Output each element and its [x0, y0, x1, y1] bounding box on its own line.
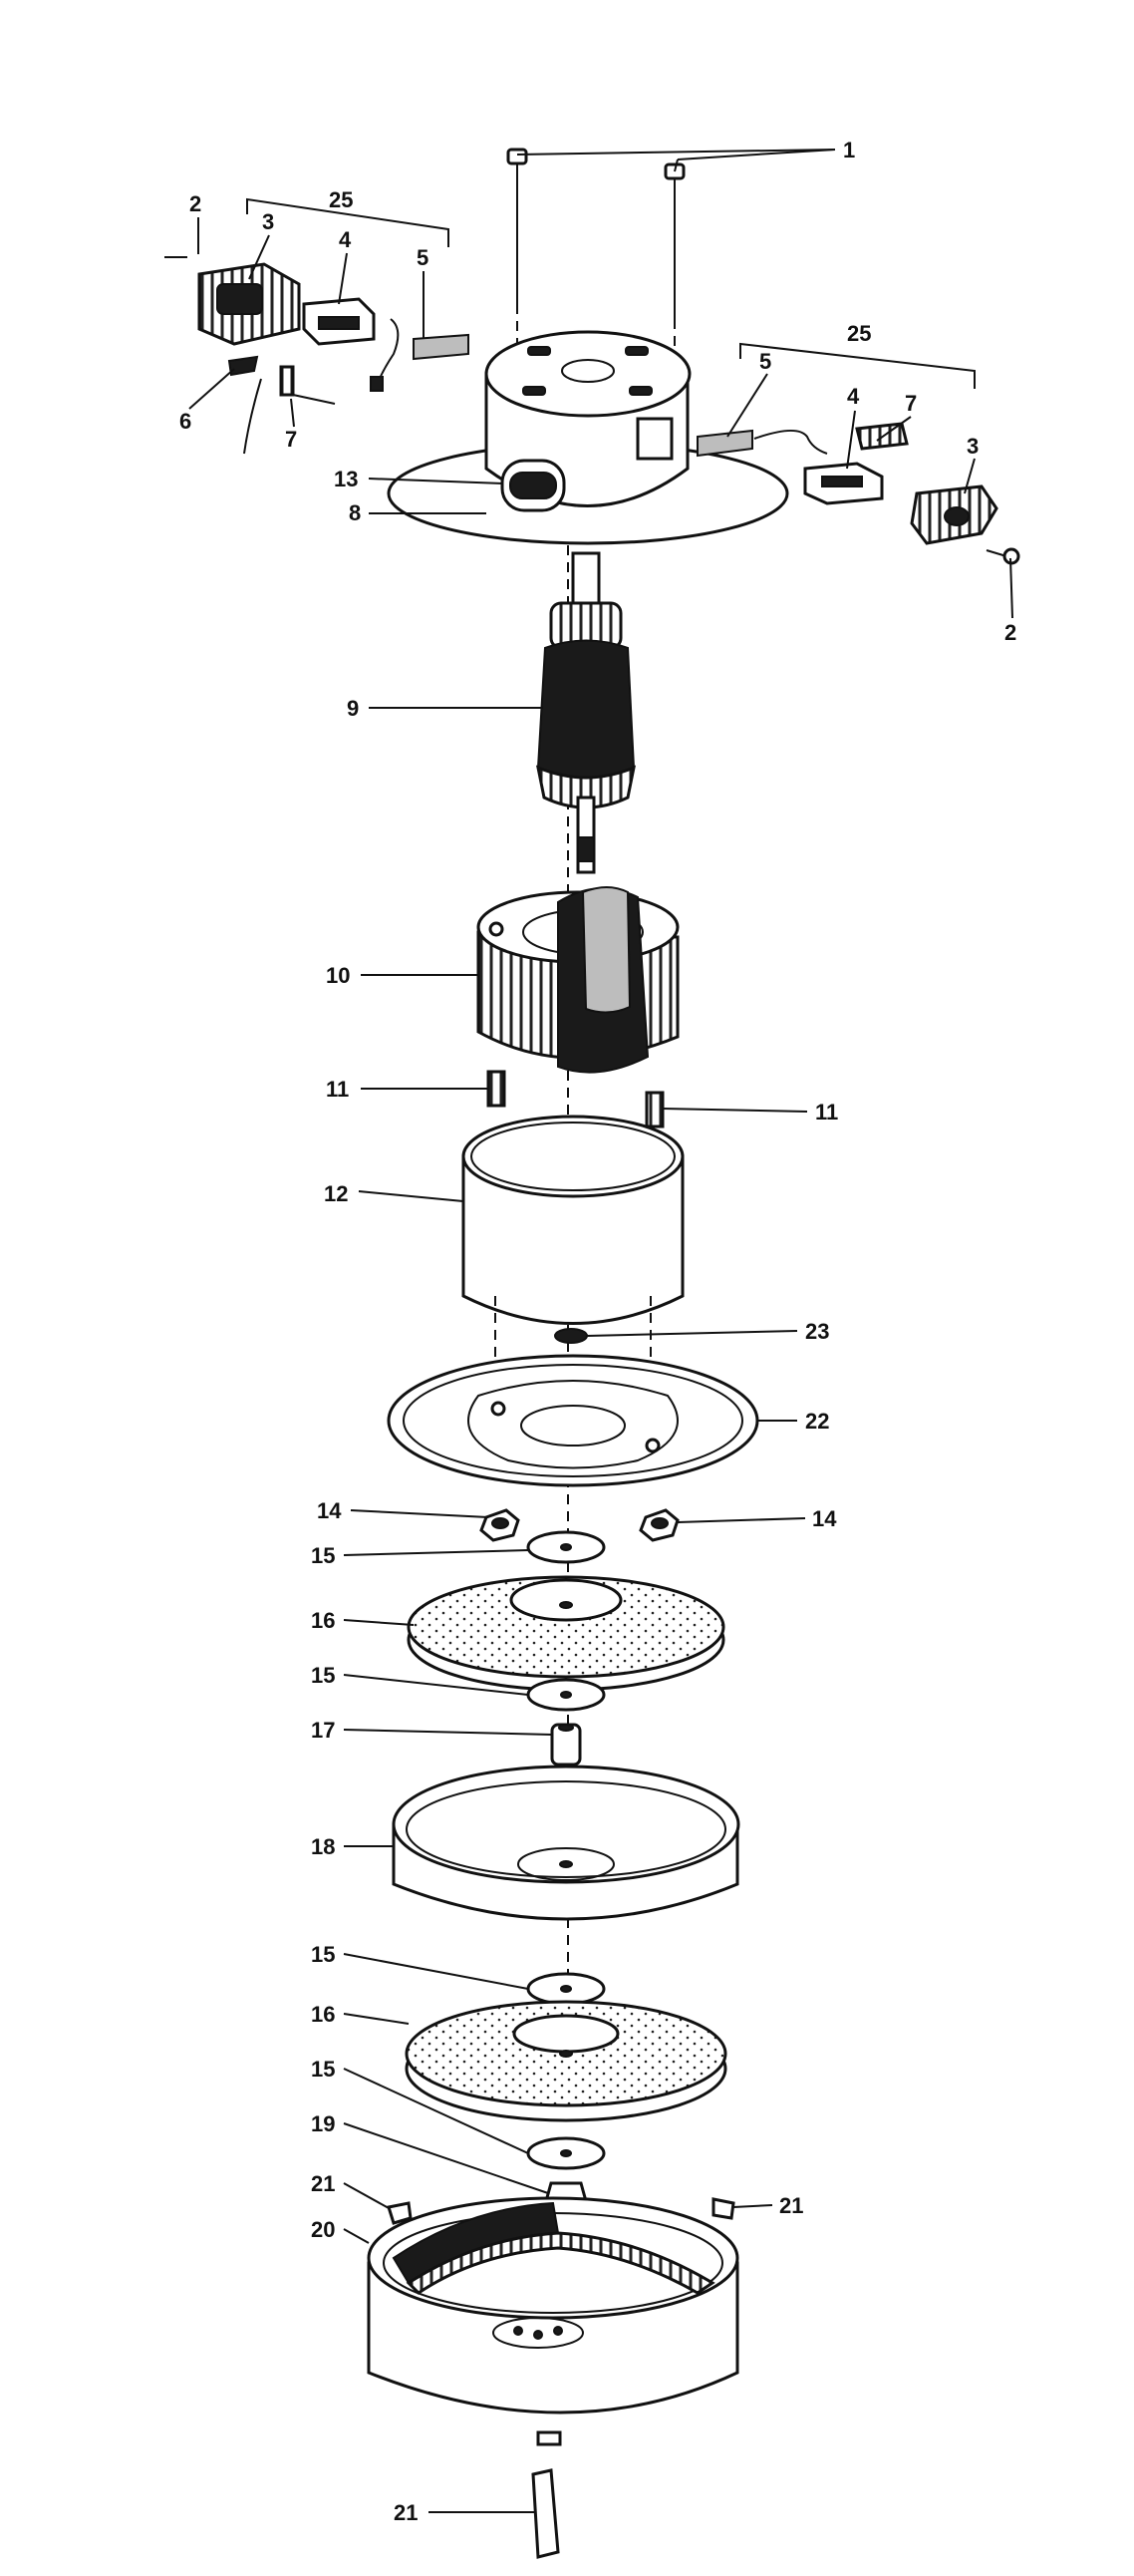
callout-9: 9: [347, 696, 359, 721]
callout-8: 8: [349, 500, 361, 525]
callout-11-right: 11: [815, 1100, 838, 1125]
callout-22: 22: [805, 1409, 829, 1434]
callout-15-d: 15: [311, 2057, 335, 2082]
callout-labels: 1 2 25 3 4 5 6 7 25 5 4 7 3 2 13 8 9 10 …: [179, 138, 1016, 2525]
callout-3-right: 3: [967, 434, 979, 459]
callout-10: 10: [326, 963, 350, 988]
callout-15-a: 15: [311, 1543, 335, 1568]
callout-17: 17: [311, 1718, 335, 1743]
callout-14-right: 14: [812, 1506, 837, 1531]
callout-5-right: 5: [759, 349, 771, 374]
callout-6: 6: [179, 409, 191, 434]
leader-lines: [188, 149, 1013, 2513]
armature: [535, 551, 637, 874]
callout-25-right: 25: [847, 321, 871, 346]
washer-23: [554, 1328, 588, 1344]
callout-7-left: 7: [285, 427, 297, 452]
callout-25-left: 25: [329, 187, 353, 212]
callout-21-b: 21: [779, 2193, 803, 2218]
clips-21: [387, 2197, 735, 2559]
fan-lower: [405, 1972, 727, 2203]
callout-14-left: 14: [317, 1498, 342, 1523]
nuts-14: [479, 1508, 680, 1542]
callout-23: 23: [805, 1319, 829, 1344]
end-housing: [387, 330, 789, 545]
callout-4-left: 4: [339, 227, 352, 252]
callout-13: 13: [334, 467, 358, 491]
callout-16-a: 16: [311, 1608, 335, 1633]
fan-upper: [407, 1530, 725, 1767]
callout-1: 1: [843, 138, 855, 162]
callout-2-right: 2: [1004, 620, 1016, 645]
callout-3-left: 3: [262, 209, 274, 234]
callout-2-left: 2: [189, 191, 201, 216]
callout-21-c: 21: [394, 2500, 418, 2525]
fan-housing-20: [367, 2196, 739, 2446]
through-bolts: [506, 148, 686, 369]
callout-16-b: 16: [311, 2002, 335, 2027]
motor-can: [461, 1115, 685, 1421]
base-plate: [387, 1354, 759, 1487]
brush-holder-left: [164, 256, 469, 455]
callout-7-right: 7: [905, 391, 917, 416]
callout-15-c: 15: [311, 1942, 335, 1967]
callout-21-a: 21: [311, 2171, 335, 2196]
shroud-18: [392, 1765, 740, 1921]
callout-4-right: 4: [847, 384, 860, 409]
callout-5-left: 5: [417, 245, 428, 270]
field-stator: [476, 886, 680, 1074]
callout-18: 18: [311, 1834, 335, 1859]
callout-11-left: 11: [326, 1077, 349, 1102]
callout-19: 19: [311, 2111, 335, 2136]
brush-holder-right: [697, 422, 1020, 565]
callout-15-b: 15: [311, 1663, 335, 1688]
callout-20: 20: [311, 2217, 335, 2242]
callout-12: 12: [324, 1181, 348, 1206]
